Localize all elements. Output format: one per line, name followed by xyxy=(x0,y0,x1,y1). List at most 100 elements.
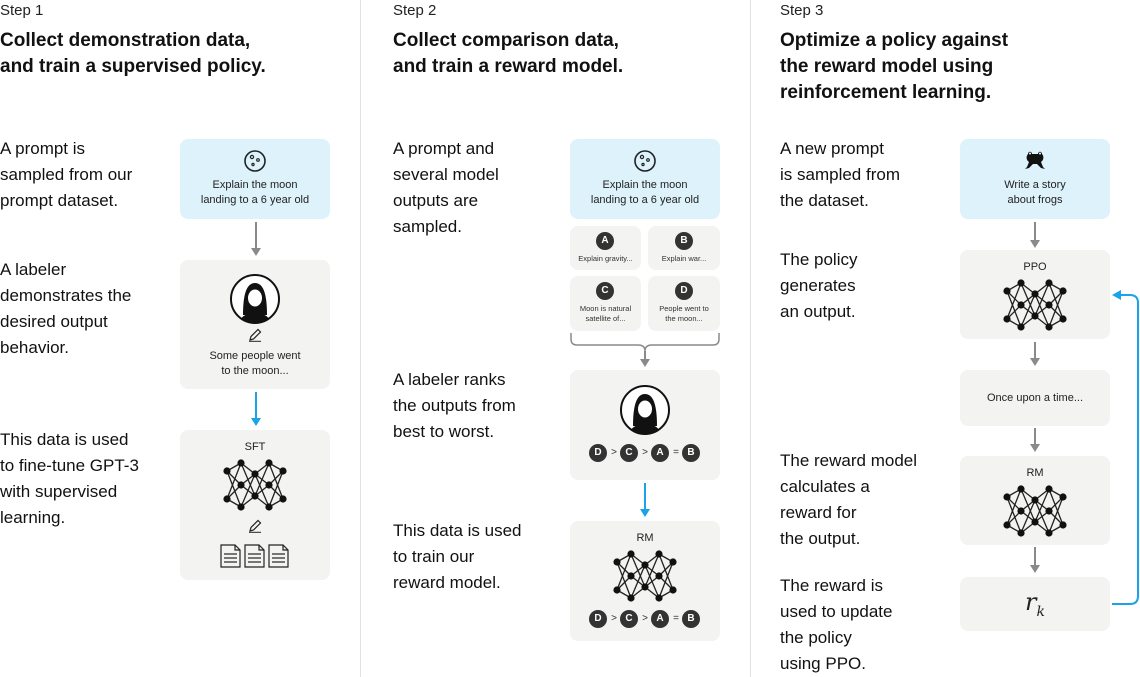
prompt-text-line: Write a story xyxy=(1004,179,1066,191)
neural-network-icon xyxy=(613,550,677,602)
prompt-text-line: about frogs xyxy=(1007,194,1063,206)
option-text-line: satellite of... xyxy=(585,314,626,323)
neural-network-icon xyxy=(1003,279,1067,331)
rank-operator: > xyxy=(642,613,648,624)
description-line: A new prompt xyxy=(780,139,884,158)
prompt-text-line: Explain the moon xyxy=(602,179,688,191)
blue-arrow-down xyxy=(640,483,650,517)
step-title-line: reinforcement learning. xyxy=(780,82,992,103)
gray-arrow-down xyxy=(1030,342,1040,366)
option-badge: B xyxy=(675,232,693,250)
rank-badge: B xyxy=(682,444,700,462)
description-line: A labeler xyxy=(0,260,67,279)
pencil-icon xyxy=(249,519,262,533)
prompt-text: Write a story about frogs xyxy=(960,178,1110,208)
rank-badge: B xyxy=(682,610,700,628)
labeler-avatar-icon xyxy=(620,385,670,435)
step-title-line: and train a supervised policy. xyxy=(0,56,266,77)
option-badge: C xyxy=(596,282,614,300)
step-title-line: and train a reward model. xyxy=(393,56,624,77)
demonstration-text: Some people went to the moon... xyxy=(180,349,330,379)
option-badge: D xyxy=(675,282,693,300)
step-description: The reward is used to update the policy … xyxy=(780,573,892,677)
step-label: Step 1 xyxy=(0,2,44,19)
option-text: Explain gravity... xyxy=(578,254,633,263)
gray-arrow-down xyxy=(1030,428,1040,452)
prompt-box: Explain the moon landing to a 6 year old xyxy=(570,139,720,219)
description-line: sampled from our xyxy=(0,165,133,184)
description-line: using PPO. xyxy=(780,654,866,673)
column-divider-2 xyxy=(750,0,751,677)
labeler-avatar-icon xyxy=(230,274,280,324)
reward-symbol: r xyxy=(1025,588,1037,616)
reward-box: rk xyxy=(960,577,1110,631)
step-label: Step 3 xyxy=(780,2,824,19)
sft-model-box: SFT xyxy=(180,430,330,580)
description-line: The reward is xyxy=(780,576,883,595)
description-line: A prompt is xyxy=(0,139,86,158)
description-line: the policy xyxy=(780,628,852,647)
rank-operator: > xyxy=(611,447,617,458)
neural-network-icon xyxy=(1003,485,1067,537)
step-description: A prompt is sampled from our prompt data… xyxy=(0,136,132,214)
step-description: A new prompt is sampled from the dataset… xyxy=(780,136,900,214)
step-title: Optimize a policy against the reward mod… xyxy=(780,28,1008,106)
option-text: Explain war... xyxy=(661,254,707,263)
option-text: People went to the moon... xyxy=(650,304,718,324)
prompt-text: Explain the moon landing to a 6 year old xyxy=(180,178,330,208)
step-description: The policy generates an output. xyxy=(780,247,857,325)
gray-arrow-down xyxy=(1030,222,1040,248)
prompt-text: Explain the moon landing to a 6 year old xyxy=(570,178,720,208)
description-line: an output. xyxy=(780,302,856,321)
step-title-line: the reward model using xyxy=(780,56,994,77)
description-line: demonstrates the xyxy=(0,286,132,305)
option-text-line: Moon is natural xyxy=(579,304,632,313)
output-option-a: A Explain gravity... xyxy=(570,226,641,270)
step-title: Collect comparison data, and train a rew… xyxy=(393,28,623,80)
pencil-icon xyxy=(249,328,262,342)
rank-operator: = xyxy=(673,613,679,624)
output-text: Once upon a time... xyxy=(987,392,1083,404)
output-option-c: C Moon is natural satellite of... xyxy=(570,276,641,331)
output-option-d: D People went to the moon... xyxy=(648,276,720,331)
description-line: the dataset. xyxy=(780,191,869,210)
rank-operator: > xyxy=(611,613,617,624)
description-line: reward for xyxy=(780,503,857,522)
description-line: This data is used xyxy=(393,521,522,540)
ranking-box: D > C > A = B xyxy=(570,370,720,480)
generated-output-box: Once upon a time... xyxy=(960,370,1110,426)
bracket-arrow-down xyxy=(570,333,720,367)
moon-icon xyxy=(634,150,656,172)
model-label: SFT xyxy=(244,441,266,453)
rank-operator: = xyxy=(673,447,679,458)
prompt-box: Explain the moon landing to a 6 year old xyxy=(180,139,330,219)
step-title: Collect demonstration data, and train a … xyxy=(0,28,266,80)
rank-badge: D xyxy=(589,610,607,628)
prompt-text-line: Explain the moon xyxy=(212,179,298,191)
prompt-text-line: landing to a 6 year old xyxy=(200,194,310,206)
option-text-line: People went to xyxy=(659,304,709,313)
ranking-row: D > C > A = B xyxy=(570,444,720,462)
rank-badge: C xyxy=(620,444,638,462)
rank-badge: D xyxy=(589,444,607,462)
description-line: prompt dataset. xyxy=(0,191,119,210)
description-line: sampled. xyxy=(393,217,462,236)
description-line: desired output xyxy=(0,312,108,331)
description-line: calculates a xyxy=(780,477,870,496)
option-text: Moon is natural satellite of... xyxy=(572,304,639,324)
step-description: A labeler ranks the outputs from best to… xyxy=(393,367,516,445)
column-divider-1 xyxy=(360,0,361,677)
step-description: A prompt and several model outputs are s… xyxy=(393,136,499,240)
rank-operator: > xyxy=(642,447,648,458)
option-badge: A xyxy=(596,232,614,250)
rank-badge: C xyxy=(620,610,638,628)
reward-subscript: k xyxy=(1036,603,1045,620)
step-label: Step 2 xyxy=(393,2,437,19)
description-line: A labeler ranks xyxy=(393,370,506,389)
neural-network-icon xyxy=(223,459,287,511)
ranking-row: D > C > A = B xyxy=(570,610,720,628)
description-line: best to worst. xyxy=(393,422,495,441)
step-description: This data is used to train our reward mo… xyxy=(393,518,522,596)
description-line: to fine-tune GPT-3 xyxy=(0,456,139,475)
output-option-b: B Explain war... xyxy=(648,226,720,270)
